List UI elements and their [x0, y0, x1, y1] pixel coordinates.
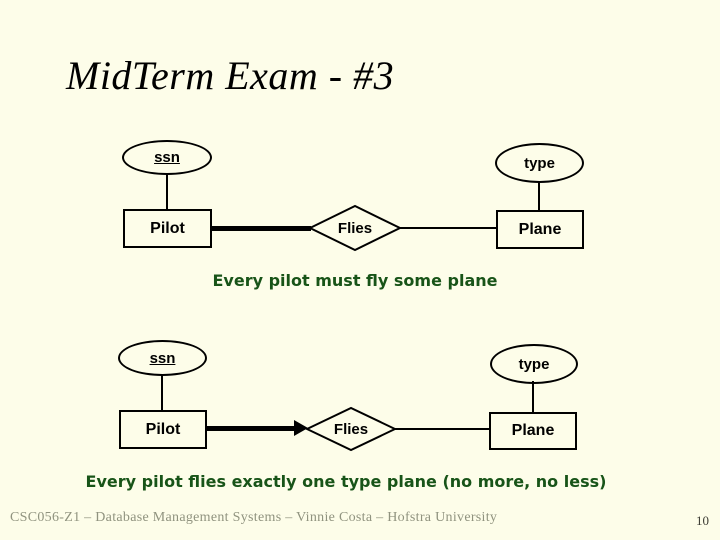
attribute-ellipse-type: type	[495, 143, 584, 183]
entity-rect-plane: Plane	[496, 210, 584, 249]
attribute-label-type: type	[518, 355, 550, 373]
relationship-diamond: Flies	[308, 204, 402, 252]
arrowhead-icon	[294, 420, 308, 436]
entity-label-pilot: Pilot	[145, 420, 181, 438]
relationship-label: Flies	[333, 420, 369, 438]
attribute-ellipse-type: type	[490, 344, 578, 384]
attribute-label-ssn: ssn	[149, 349, 176, 367]
relationship-connector-line	[395, 428, 490, 430]
relationship-label: Flies	[337, 219, 373, 237]
attribute-label-ssn: ssn	[154, 149, 180, 166]
attribute-connector-line	[166, 173, 168, 210]
relationship-diamond: Flies	[305, 406, 397, 452]
relationship-connector-line	[400, 227, 497, 229]
entity-label-pilot: Pilot	[150, 219, 185, 237]
attribute-connector-line	[161, 374, 163, 411]
page-number: 10	[696, 513, 709, 528]
entity-label-plane: Plane	[518, 220, 562, 238]
attribute-ellipse-ssn: ssn	[122, 140, 212, 175]
attribute-connector-line	[532, 381, 534, 413]
entity-rect-pilot: Pilot	[123, 209, 212, 248]
attribute-connector-line	[538, 181, 540, 211]
slide-title: MidTerm Exam - #3	[66, 53, 395, 98]
attribute-label-type: type	[524, 154, 555, 172]
footer-text: CSC056-Z1 – Database Management Systems …	[10, 510, 498, 525]
key-constraint-arrow-shaft	[205, 426, 295, 431]
attribute-ellipse-ssn: ssn	[118, 340, 207, 376]
diagram-caption: Every pilot flies exactly one type plane…	[85, 472, 607, 491]
entity-rect-pilot: Pilot	[119, 410, 207, 449]
total-participation-line	[210, 226, 311, 231]
diagram-caption: Every pilot must fly some plane	[212, 271, 498, 290]
entity-label-plane: Plane	[511, 422, 555, 439]
entity-rect-plane: Plane	[489, 412, 577, 450]
